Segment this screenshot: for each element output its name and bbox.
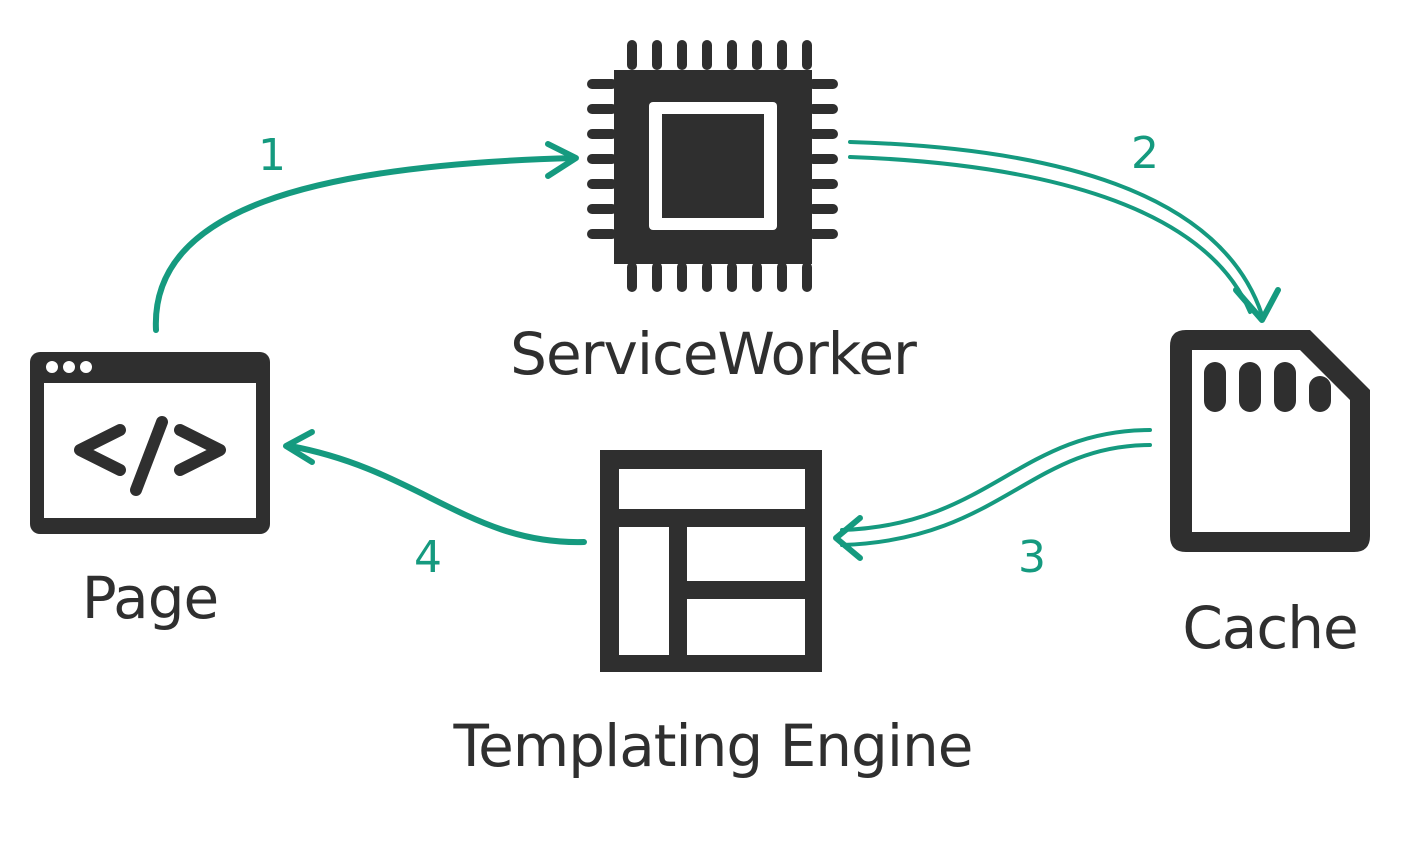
page-label: Page [82,564,218,632]
browser-code-icon [30,352,270,534]
chip-icon [587,40,838,292]
step-2-label: 2 [1131,128,1159,179]
templating-engine-label: Templating Engine [453,712,973,780]
arrow-3-cache-to-templating [833,428,1152,561]
cache-node: Cache [1170,330,1370,662]
step-4-label: 4 [414,532,442,583]
arrow-4-templating-to-page [283,429,587,546]
arrow-2-serviceworker-to-cache [848,140,1281,323]
step-3-label: 3 [1018,532,1046,583]
cache-label: Cache [1182,594,1357,662]
service-worker-label: ServiceWorker [510,320,917,388]
sd-card-icon [1170,330,1370,552]
templating-engine-node: Templating Engine [453,450,973,780]
arrow-1-page-to-serviceworker [152,141,579,333]
service-worker-node: ServiceWorker [510,40,918,388]
page-node: Page [30,352,270,632]
step-1-label: 1 [258,130,286,181]
layout-template-icon [600,450,822,672]
